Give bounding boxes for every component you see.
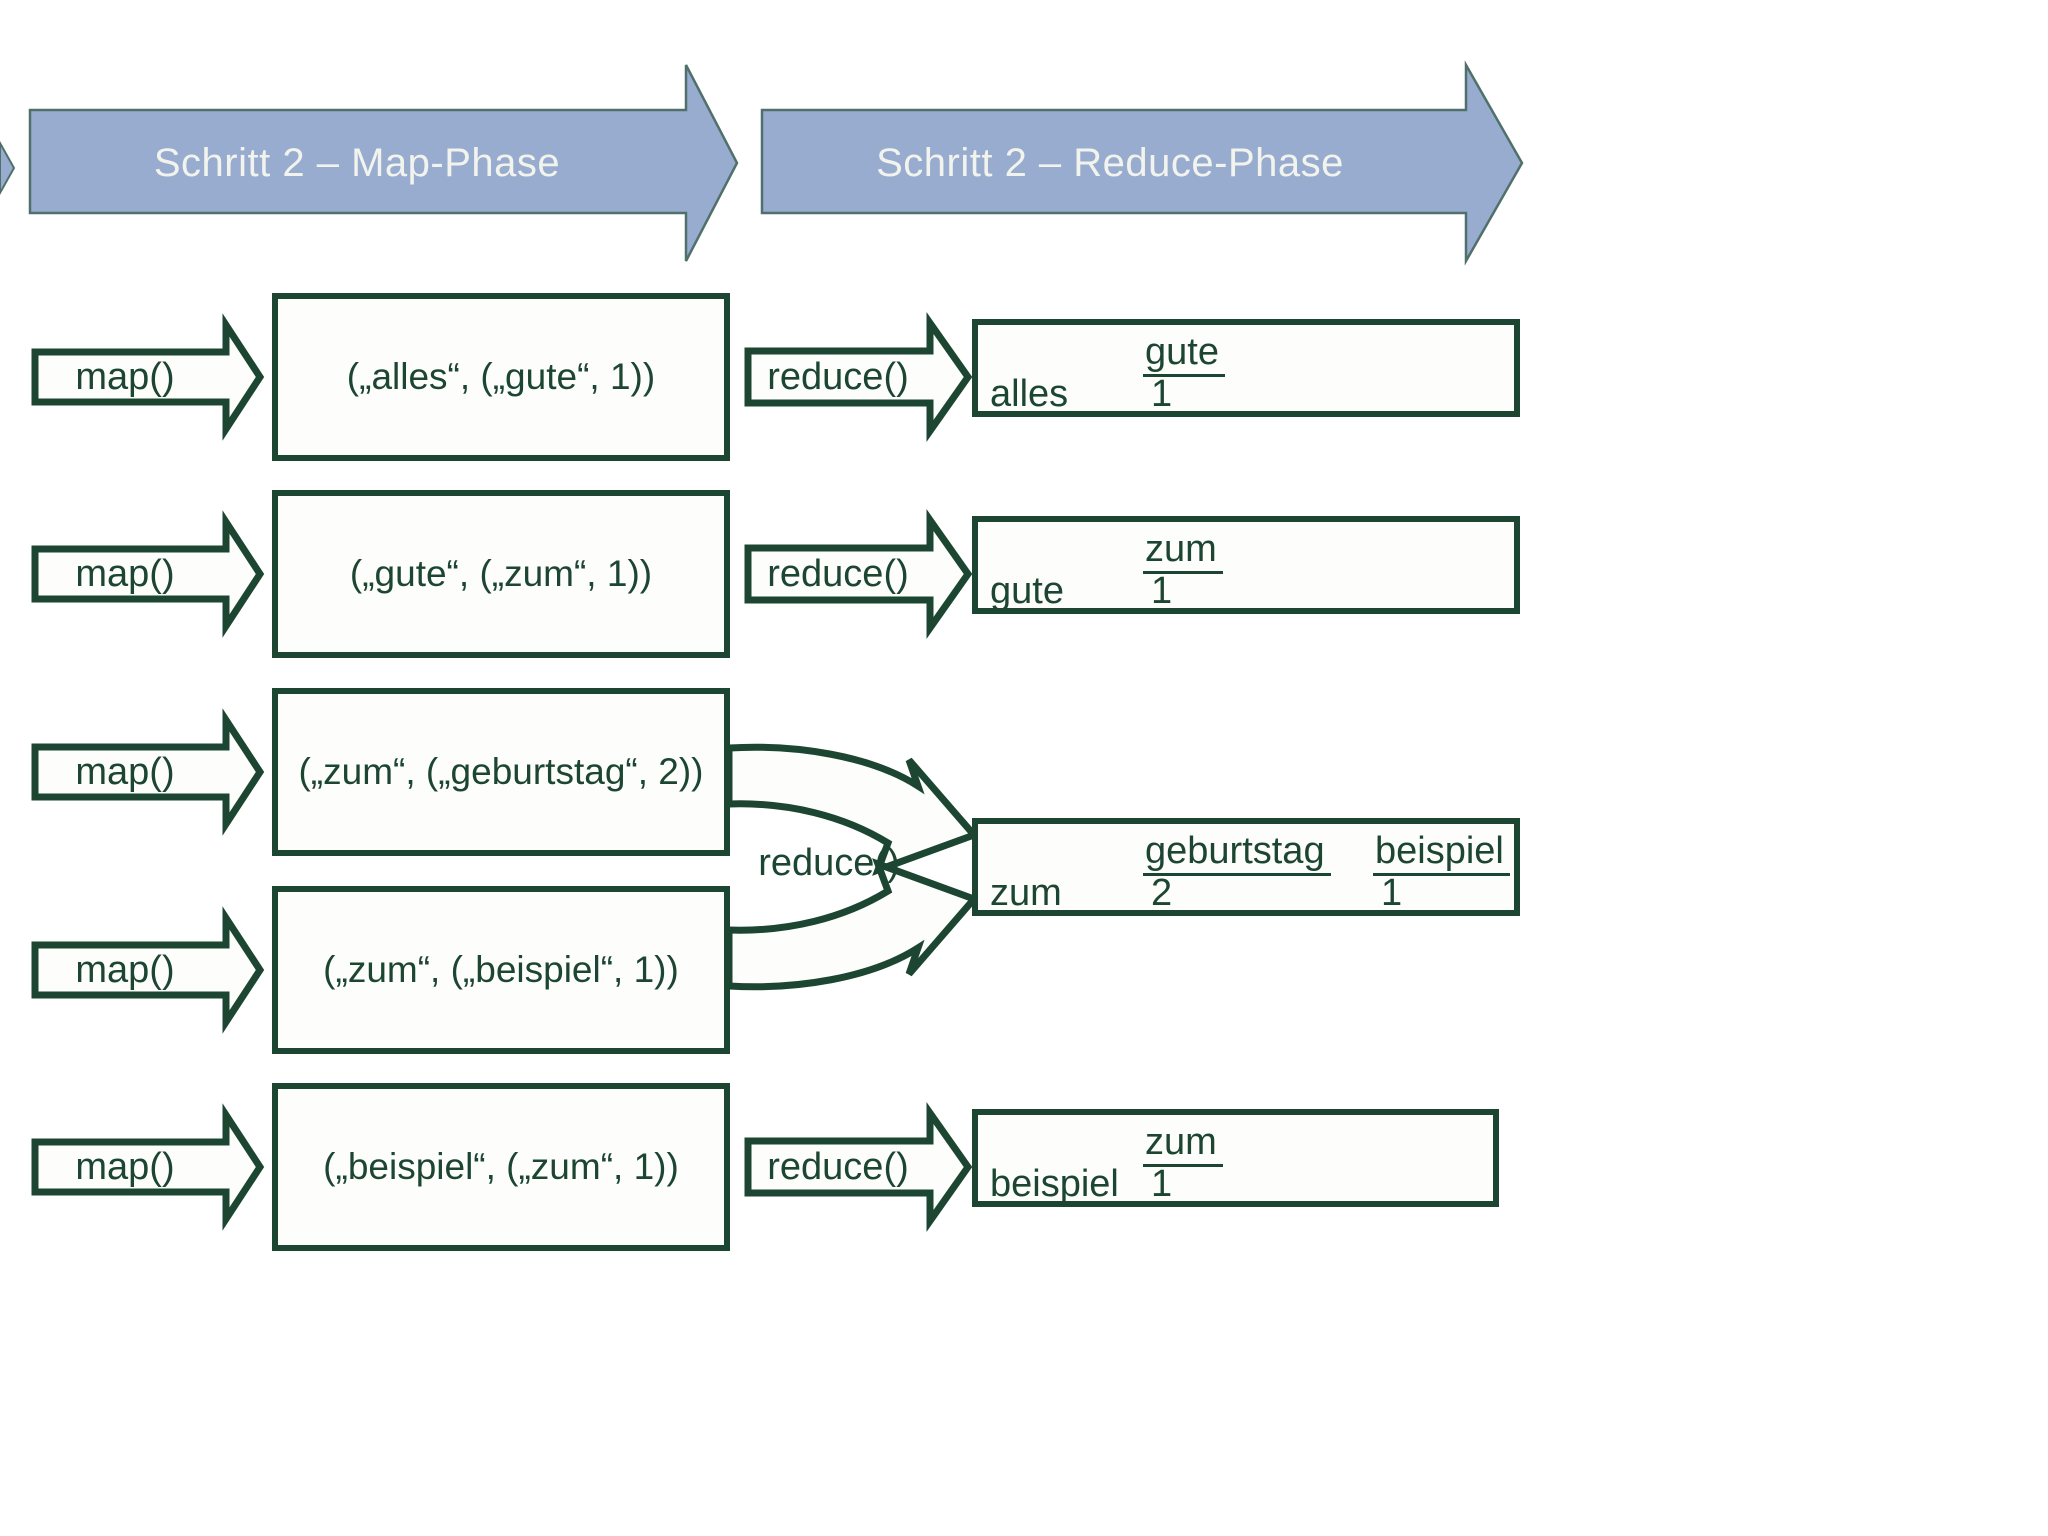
table-key: alles: [990, 373, 1069, 415]
map-output-box: („beispiel“, („zum“, 1)): [272, 1083, 730, 1251]
table-col-header: beispiel: [1373, 830, 1510, 876]
reduce-label: reduce(): [767, 553, 909, 595]
map-output-pair: („zum“, („beispiel“, 1)): [323, 949, 679, 990]
table-col-header: gute: [1143, 331, 1225, 377]
map-arrow: [31, 708, 265, 836]
table-key: gute: [990, 570, 1064, 612]
reduce-arrow: [744, 1101, 973, 1233]
table-col-value: 1: [1151, 570, 1173, 612]
map-arrow: [31, 510, 265, 638]
table-key: beispiel: [990, 1163, 1119, 1205]
map-phase-banner-arrow: [28, 64, 739, 262]
map-label: map(): [75, 553, 175, 595]
table-col-value: 1: [1381, 872, 1403, 914]
reduce-phase-banner-arrow: [760, 60, 1524, 266]
map-output-pair: („beispiel“, („zum“, 1)): [323, 1146, 679, 1187]
merge-arrow-bottom: [725, 858, 980, 991]
reduce-label: reduce(): [758, 842, 900, 884]
reduce-result-table: gute alles 1: [972, 319, 1520, 417]
map-output-pair: („alles“, („gute“, 1)): [346, 356, 656, 397]
table-col-header: geburtstag: [1143, 830, 1331, 876]
map-output-box: („gute“, („zum“, 1)): [272, 490, 730, 658]
table-key: zum: [990, 872, 1062, 914]
map-label: map(): [75, 356, 175, 398]
merge-arrow-top: [725, 743, 980, 876]
reduce-label: reduce(): [767, 1146, 909, 1188]
map-arrow: [31, 1103, 265, 1231]
reduce-result-table: zum beispiel 1: [972, 1109, 1499, 1207]
reduce-phase-banner-title: Schritt 2 – Reduce-Phase: [876, 141, 1344, 185]
map-label: map(): [75, 751, 175, 793]
map-arrow: [31, 906, 265, 1034]
map-label: map(): [75, 1146, 175, 1188]
map-output-box: („zum“, („beispiel“, 1)): [272, 886, 730, 1054]
reduce-result-table: zum gute 1: [972, 516, 1520, 614]
map-output-pair: („zum“, („geburtstag“, 2)): [298, 751, 704, 792]
table-col-header: zum: [1143, 528, 1223, 574]
table-col-value: 1: [1151, 1163, 1173, 1205]
previous-step-arrow-tip: [0, 140, 16, 196]
map-output-pair: („gute“, („zum“, 1)): [349, 553, 653, 594]
map-phase-banner-title: Schritt 2 – Map-Phase: [153, 141, 561, 185]
map-output-box: („zum“, („geburtstag“, 2)): [272, 688, 730, 856]
table-col-value: 2: [1151, 872, 1173, 914]
map-arrow: [31, 313, 265, 441]
table-col-header: zum: [1143, 1121, 1223, 1167]
reduce-arrow: [744, 311, 973, 443]
map-label: map(): [75, 949, 175, 991]
table-col-value: 1: [1151, 373, 1173, 415]
reduce-arrow: [744, 508, 973, 640]
reduce-label: reduce(): [767, 356, 909, 398]
reduce-result-table: geburtstag beispiel zum 2 1: [972, 818, 1520, 916]
map-output-box: („alles“, („gute“, 1)): [272, 293, 730, 461]
